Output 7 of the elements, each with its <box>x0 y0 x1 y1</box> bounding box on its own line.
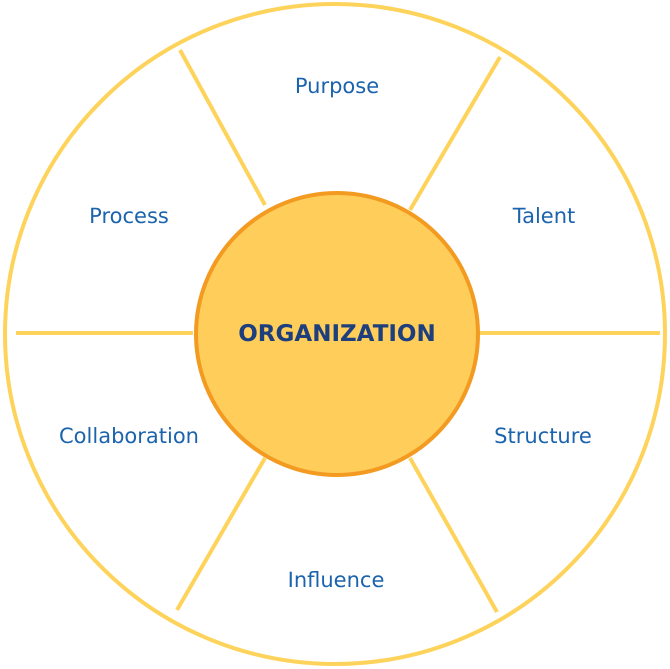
sector-label: Talent <box>512 204 576 228</box>
sector-label: Collaboration <box>59 424 199 448</box>
sector-label: Purpose <box>294 74 380 98</box>
sector-label: Process <box>89 204 169 228</box>
sector-label: Influence <box>288 568 384 592</box>
sector-label: Structure <box>494 424 592 448</box>
center-label: ORGANIZATION <box>238 321 436 347</box>
